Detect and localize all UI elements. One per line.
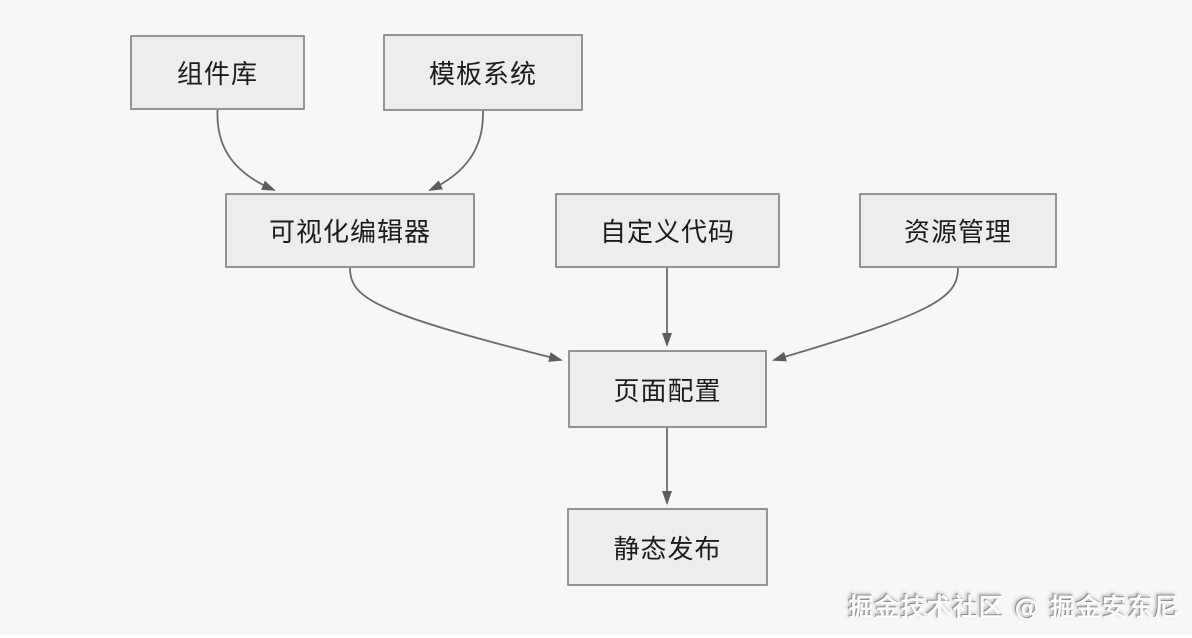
node-template-system-label: 模板系统 <box>428 60 537 90</box>
node-static-publish-label: 静态发布 <box>613 534 722 565</box>
node-visual-editor-label: 可视化编辑器 <box>268 218 431 248</box>
edge-asset-management-to-page-config <box>772 267 959 362</box>
node-visual-editor: 可视化编辑器 <box>225 193 475 268</box>
edge-template-system-to-visual-editor <box>428 110 484 191</box>
node-asset-management-label: 资源管理 <box>903 218 1012 248</box>
watermark: 掘金技术社区 @ 掘金安东尼 <box>848 593 1180 622</box>
node-asset-management: 资源管理 <box>859 193 1057 268</box>
node-custom-code: 自定义代码 <box>555 193 780 268</box>
node-component-library: 组件库 <box>130 35 305 110</box>
edge-visual-editor-to-page-config <box>349 267 563 362</box>
bottom-edge-strip <box>0 635 1192 638</box>
node-component-library-label: 组件库 <box>176 60 258 90</box>
node-page-config-label: 页面配置 <box>613 376 722 407</box>
edge-component-library-to-visual-editor <box>216 109 276 191</box>
node-page-config: 页面配置 <box>568 350 767 428</box>
node-custom-code-label: 自定义代码 <box>599 218 735 248</box>
node-static-publish: 静态发布 <box>567 508 768 586</box>
node-template-system: 模板系统 <box>383 34 583 111</box>
